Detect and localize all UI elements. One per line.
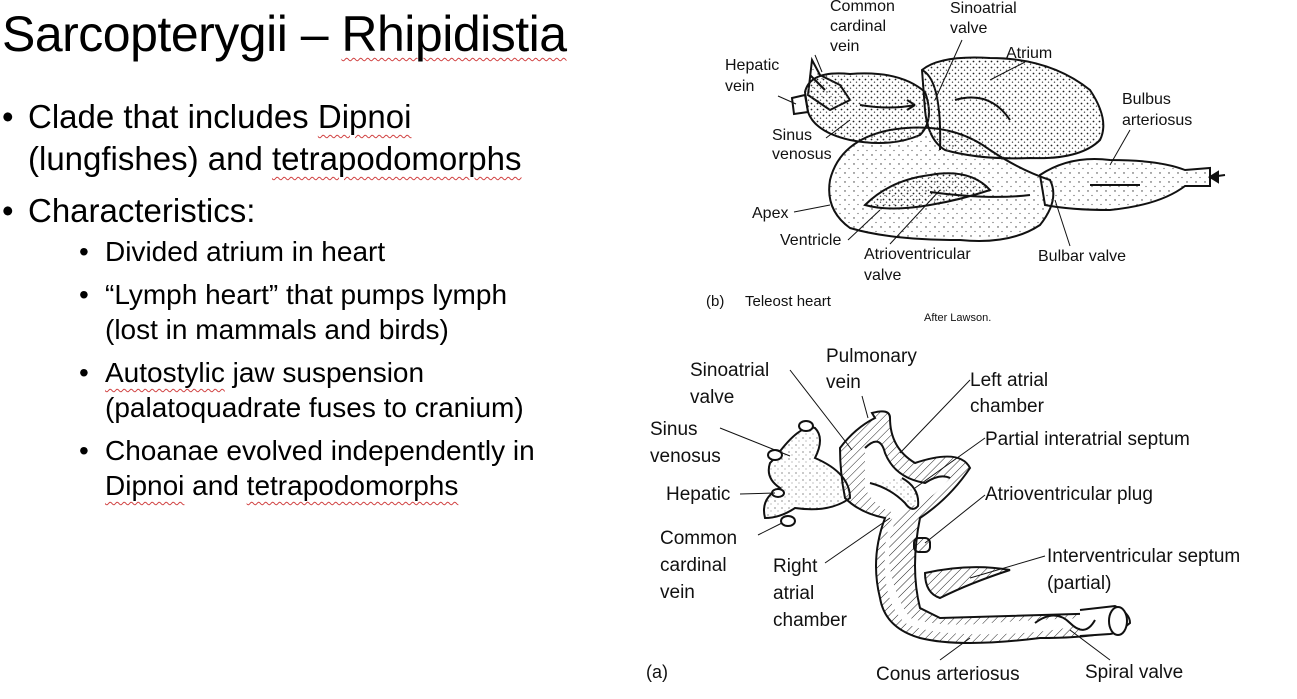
bullet-clade-text-2: (lungfishes) and xyxy=(28,140,272,177)
bullet-clade-text: Clade that includes xyxy=(28,98,318,135)
bullet-characteristics-text: Characteristics: xyxy=(28,192,256,229)
bullet-text-area: Clade that includes Dipnoi (lungfishes) … xyxy=(0,96,560,513)
label-ventricle: Ventricle xyxy=(780,232,841,249)
dipnoi-word: Dipnoi xyxy=(317,98,412,135)
sub-bullet-choanae-text: Choanae evolved independently in xyxy=(105,435,535,466)
caption-b-letter: (b) xyxy=(706,293,724,310)
sub-bullet-atrium: Divided atrium in heart xyxy=(28,234,560,269)
dipnoi-word-2: Dipnoi xyxy=(105,470,185,501)
teleost-heart-drawing xyxy=(790,56,1226,242)
label-hepatic: Hepatic xyxy=(666,484,730,505)
credit-after-lawson: After Lawson. xyxy=(924,312,991,324)
label-bulbar-valve: Bulbar valve xyxy=(1038,248,1126,265)
caption-b: Teleost heart xyxy=(745,293,832,310)
title-part-1: Sarcopterygii – xyxy=(2,6,342,62)
teleost-leader-lines xyxy=(777,39,1131,247)
sub-bullet-list: Divided atrium in heart “Lymph heart” th… xyxy=(28,234,560,503)
and-word: and xyxy=(184,470,247,501)
bullet-list: Clade that includes Dipnoi (lungfishes) … xyxy=(0,96,560,503)
label-av-plug: Atrioventricular plug xyxy=(985,484,1153,505)
sub-bullet-jaw-text: jaw suspension (palatoquadrate fuses to … xyxy=(105,357,524,423)
bullet-characteristics: Characteristics: Divided atrium in heart… xyxy=(0,190,560,503)
label-interventricular-septum: Interventricular septum(partial) xyxy=(1047,546,1240,594)
caption-a-letter: (a) xyxy=(646,662,668,682)
sub-bullet-choanae: Choanae evolved independently in Dipnoi … xyxy=(28,433,560,503)
label-spiral-valve: Spiral valve xyxy=(1085,662,1183,683)
autostylic-word: Autostylic xyxy=(105,357,225,388)
tetrapodomorphs-word-2: tetrapodomorphs xyxy=(246,470,459,501)
bullet-clade: Clade that includes Dipnoi (lungfishes) … xyxy=(0,96,560,180)
tetrapodomorphs-word: tetrapodomorphs xyxy=(271,140,522,177)
label-partial-interatrial-septum: Partial interatrial septum xyxy=(985,429,1190,450)
lungfish-leader-lines xyxy=(719,369,1111,661)
lungfish-heart-drawing xyxy=(763,410,1132,644)
sub-bullet-lymph-heart: “Lymph heart” that pumps lymph (lost in … xyxy=(28,277,560,347)
label-atrium: Atrium xyxy=(1006,45,1052,62)
label-apex: Apex xyxy=(752,205,788,222)
slide-title: Sarcopterygii – Rhipidistia xyxy=(2,4,567,64)
title-part-2: Rhipidistia xyxy=(341,6,567,62)
sub-bullet-jaw: Autostylic jaw suspension (palatoquadrat… xyxy=(28,355,560,425)
label-conus-arteriosus: Conus arteriosus xyxy=(876,664,1020,685)
